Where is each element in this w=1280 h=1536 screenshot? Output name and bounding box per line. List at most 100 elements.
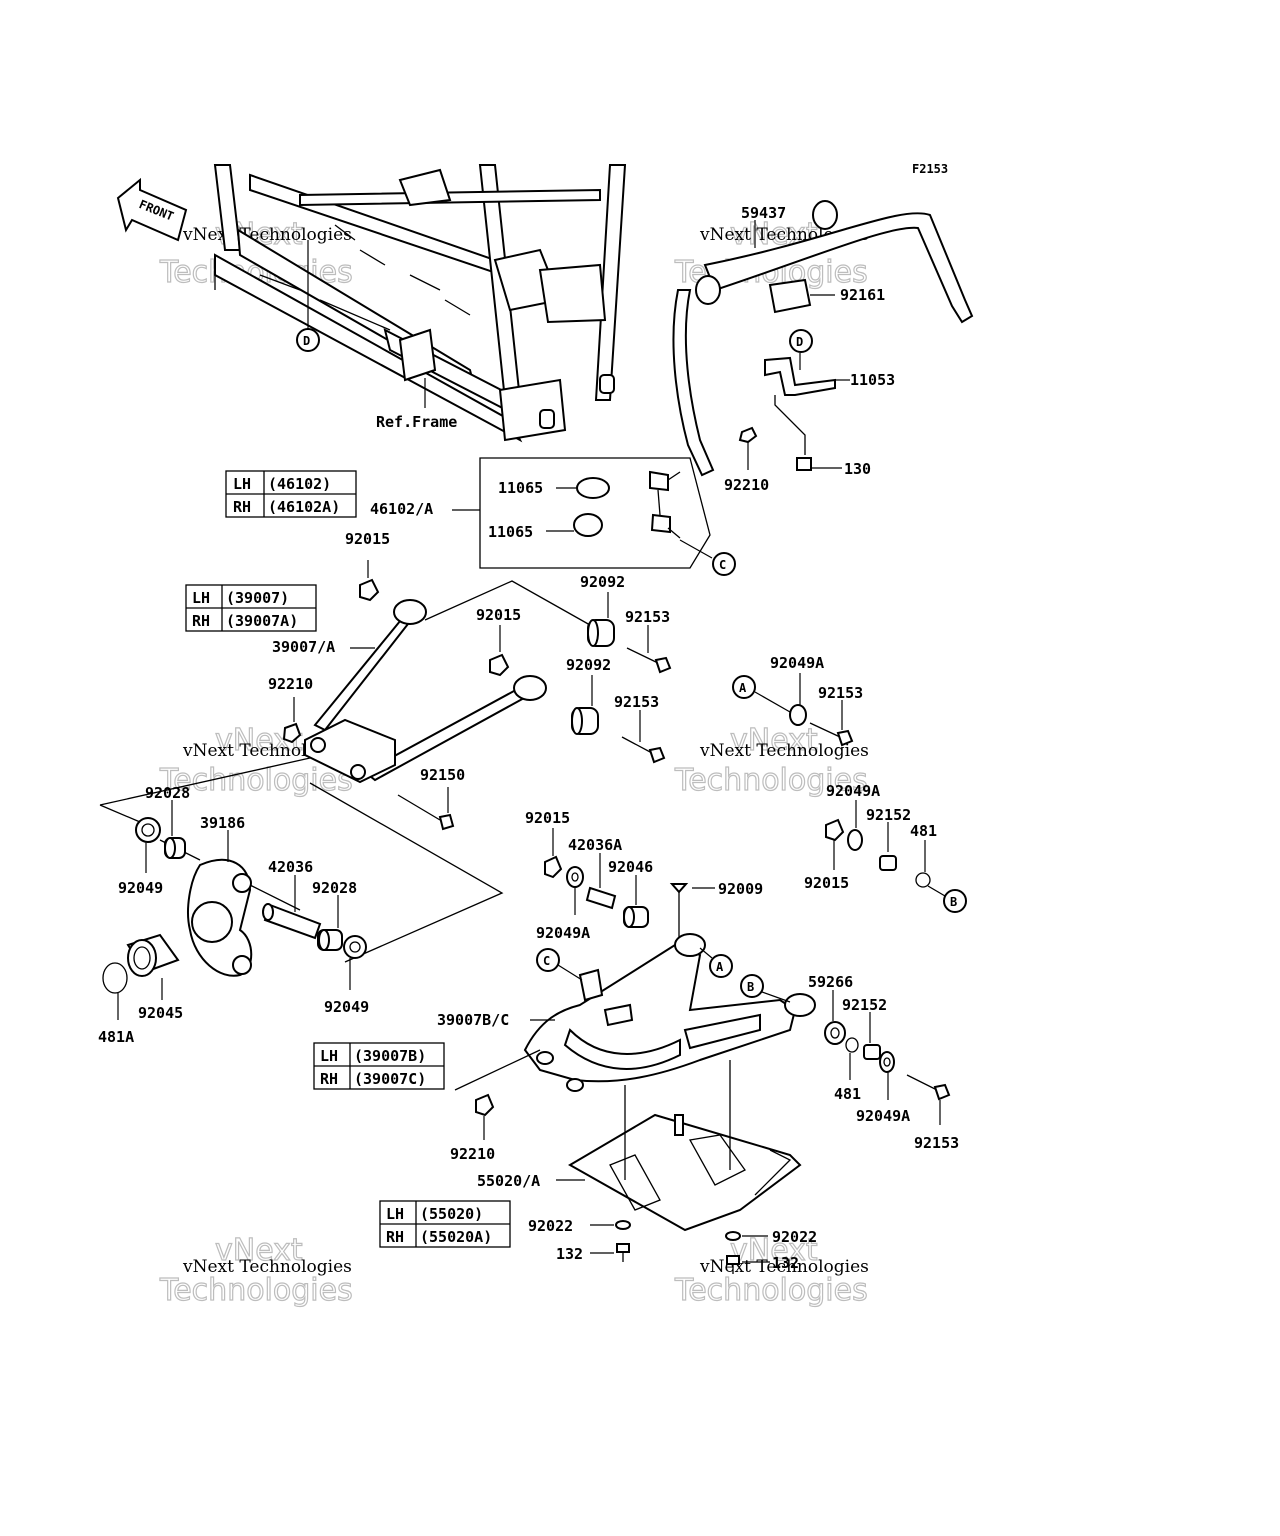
part-92022a: 92022 [528, 1217, 573, 1235]
part-92153c: 92153 [818, 684, 863, 702]
part-92046: 92046 [608, 858, 653, 876]
svg-text:B: B [747, 980, 754, 994]
leader-a-lower [699, 947, 713, 959]
svg-text:(55020A): (55020A) [420, 1228, 492, 1246]
part-42036: 42036 [268, 858, 313, 876]
bolt-92153-d [906, 1074, 951, 1101]
callout-b-lower: B [740, 974, 764, 998]
upper-a-arm-illustration [304, 599, 547, 784]
bolt-92153-a [626, 647, 672, 674]
part-132b: 132 [772, 1254, 799, 1272]
svg-text:(55020): (55020) [420, 1205, 483, 1223]
part-481a: 481 [910, 822, 937, 840]
skid-plate-55020 [567, 1060, 802, 1232]
svg-text:(39007B): (39007B) [354, 1047, 426, 1065]
leader-a-upper [754, 691, 791, 713]
lower-a-arm-illustration [523, 933, 816, 1092]
part-11053: 11053 [850, 371, 895, 389]
leader-c-link [679, 539, 713, 559]
nut-92015-a [359, 578, 380, 602]
part-59266: 59266 [808, 973, 853, 991]
part-92210b: 92210 [268, 675, 313, 693]
sleeve-42036 [262, 903, 322, 940]
nut-92210-lower [475, 1093, 495, 1117]
watermark-big-5b: Technologies [159, 1273, 353, 1308]
part-39186: 39186 [200, 814, 245, 832]
part-92210a: 92210 [724, 476, 769, 494]
part-59437: 59437 [741, 204, 786, 222]
clamp-11053 [764, 356, 836, 396]
callout-d-frame: D [296, 328, 320, 352]
part-92015c: 92015 [525, 809, 570, 827]
svg-text:(39007C): (39007C) [354, 1070, 426, 1088]
part-92152a: 92152 [866, 806, 911, 824]
callout-c-lower: C [536, 948, 560, 972]
washer-92049A-c [847, 829, 863, 851]
part-92049Ab: 92049A [536, 924, 590, 942]
leader-lower-arm-nut [454, 1049, 541, 1091]
part-42036A: 42036A [568, 836, 622, 854]
svg-text:RH: RH [192, 612, 210, 630]
watermark-big-6b: Technologies [674, 1273, 868, 1308]
svg-text:A: A [739, 681, 747, 695]
washer-92049A-d [879, 1051, 895, 1073]
watermark-big-4a: vNext [730, 723, 818, 758]
nut-92015-b [489, 653, 510, 677]
svg-text:RH: RH [320, 1070, 338, 1088]
figure-code: F2153 [912, 162, 948, 176]
part-92015d: 92015 [804, 874, 849, 892]
part-92049Ad: 92049A [856, 1107, 910, 1125]
frame-illustration [213, 164, 627, 443]
part-92092b: 92092 [566, 656, 611, 674]
washer-92022-a [615, 1220, 631, 1230]
callout-a-lower: A [709, 954, 733, 978]
part-92153b: 92153 [614, 693, 659, 711]
part-92152b: 92152 [842, 996, 887, 1014]
bearing-92045 [126, 933, 180, 977]
part-92009: 92009 [718, 880, 763, 898]
part-92028b: 92028 [312, 879, 357, 897]
bolt-92150 [397, 794, 455, 831]
part-92153a: 92153 [625, 608, 670, 626]
upper-arm-axis-lines [99, 580, 591, 963]
part-132a: 132 [556, 1245, 583, 1263]
watermark-text-5: vNext Technologies [182, 1257, 352, 1277]
part-92045: 92045 [138, 1004, 183, 1022]
bushing-92046 [623, 906, 649, 928]
front-arrow-icon: FRONT [116, 177, 188, 242]
svg-text:LH: LH [233, 475, 251, 493]
part-46102: 46102/A [370, 500, 433, 518]
watermark-text-4: vNext Technologies [699, 741, 869, 761]
svg-text:D: D [796, 335, 803, 349]
collar-92152-a [879, 855, 897, 871]
nut-92210-mid [282, 722, 302, 744]
part-55020: 55020/A [477, 1172, 540, 1190]
watermark-big-5a: vNext [215, 1233, 303, 1268]
callout-d-clamp: D [789, 329, 813, 353]
svg-text:RH: RH [386, 1228, 404, 1246]
leader-130 [774, 395, 806, 455]
bolt-132-b [726, 1255, 740, 1274]
stabilizer-bar-illustration [672, 200, 974, 477]
part-92015a: 92015 [345, 530, 390, 548]
svg-text:D: D [303, 334, 310, 348]
part-39007BC: 39007B/C [437, 1011, 509, 1029]
lhrh-table-46102: LH (46102) RH (46102A) [225, 470, 357, 518]
watermark-text-6: vNext Technologies [699, 1257, 869, 1277]
svg-text:B: B [950, 895, 957, 909]
part-92049Aa: 92049A [770, 654, 824, 672]
watermark-text-1: vNext Technologies [182, 225, 352, 245]
part-481A: 481A [98, 1028, 134, 1046]
ref-frame-label: Ref.Frame [376, 413, 457, 431]
lhrh-table-55020: LH (55020) RH (55020A) [379, 1200, 511, 1248]
washer-92022-b [725, 1231, 741, 1241]
svg-text:C: C [719, 558, 726, 572]
circlip-481A [102, 962, 128, 994]
bolt-92153-c [809, 722, 854, 747]
svg-text:LH: LH [386, 1205, 404, 1223]
part-130: 130 [844, 460, 871, 478]
svg-text:LH: LH [192, 589, 210, 607]
collar-92152-b [863, 1044, 881, 1060]
part-11065a: 11065 [498, 479, 543, 497]
